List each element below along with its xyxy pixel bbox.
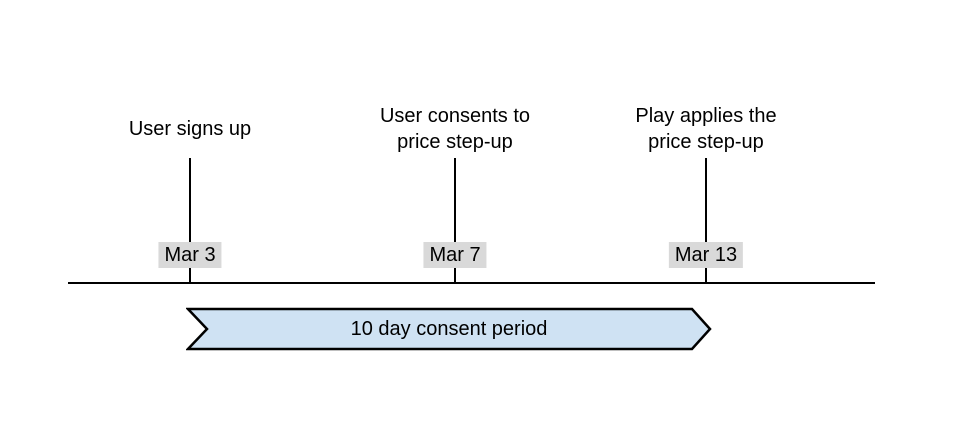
event-label: User signs up xyxy=(128,118,252,140)
event-tick xyxy=(705,158,707,283)
event-date-badge: Mar 3 xyxy=(158,242,222,268)
event-date-badge: Mar 13 xyxy=(668,242,744,268)
event-user-signs-up: User signs up Mar 3 xyxy=(70,100,310,283)
event-play-applies: Play applies the price step-up Mar 13 xyxy=(586,100,826,283)
event-label: User consents to price step-up xyxy=(379,105,531,153)
event-tick xyxy=(454,158,456,283)
event-user-consents: User consents to price step-up Mar 7 xyxy=(335,100,575,283)
chevron-arrow-polygon xyxy=(186,307,712,351)
consent-period-label: 10 day consent period xyxy=(350,317,548,340)
chevron-arrow-shape xyxy=(186,307,712,351)
timeline-axis xyxy=(68,282,875,284)
event-tick xyxy=(189,158,191,283)
event-label: Play applies the price step-up xyxy=(635,105,777,153)
event-date-badge: Mar 7 xyxy=(423,242,487,268)
consent-period-banner: 10 day consent period xyxy=(186,307,712,351)
